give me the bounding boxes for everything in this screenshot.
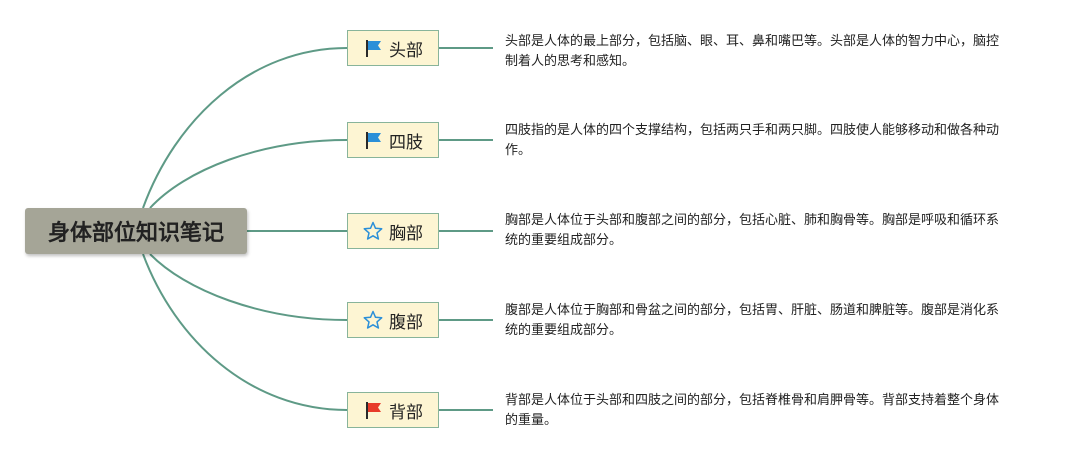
note-chest: 胸部是人体位于头部和腹部之间的部分，包括心脏、肺和胸骨等。胸部是呼吸和循环系统的… bbox=[505, 213, 1000, 248]
topic-label: 胸部 bbox=[389, 223, 423, 244]
root-title: 身体部位知识笔记 bbox=[47, 221, 224, 246]
connector-root-abdomen bbox=[149, 253, 348, 321]
topic-chest[interactable]: 胸部 bbox=[347, 213, 439, 249]
topic-label: 四肢 bbox=[389, 132, 423, 153]
connector-root-head bbox=[142, 47, 348, 209]
topic-label: 腹部 bbox=[389, 312, 423, 333]
topic-label: 头部 bbox=[389, 40, 423, 61]
star-outline-icon bbox=[363, 221, 383, 241]
topic-label: 背部 bbox=[389, 402, 423, 423]
connector-root-back bbox=[142, 253, 348, 411]
note-head: 头部是人体的最上部分，包括脑、眼、耳、鼻和嘴巴等。头部是人体的智力中心，脑控制着… bbox=[505, 34, 1000, 69]
connector-root-limbs bbox=[149, 139, 348, 209]
flag-blue-icon bbox=[363, 38, 383, 58]
root-topic[interactable]: 身体部位知识笔记 bbox=[25, 208, 247, 254]
flag-blue-icon bbox=[363, 130, 383, 150]
star-outline-icon bbox=[363, 310, 383, 330]
topic-head[interactable]: 头部 bbox=[347, 30, 439, 66]
topic-limbs[interactable]: 四肢 bbox=[347, 122, 439, 158]
topic-abdomen[interactable]: 腹部 bbox=[347, 302, 439, 338]
flag-red-icon bbox=[363, 400, 383, 420]
note-limbs: 四肢指的是人体的四个支撑结构，包括两只手和两只脚。四肢使人能够移动和做各种动作。 bbox=[505, 123, 1000, 158]
topic-back[interactable]: 背部 bbox=[347, 392, 439, 428]
note-back: 背部是人体位于头部和四肢之间的部分，包括脊椎骨和肩胛骨等。背部支持着整个身体的重… bbox=[505, 393, 1000, 428]
note-abdomen: 腹部是人体位于胸部和骨盆之间的部分，包括胃、肝脏、肠道和脾脏等。腹部是消化系统的… bbox=[505, 303, 1000, 338]
